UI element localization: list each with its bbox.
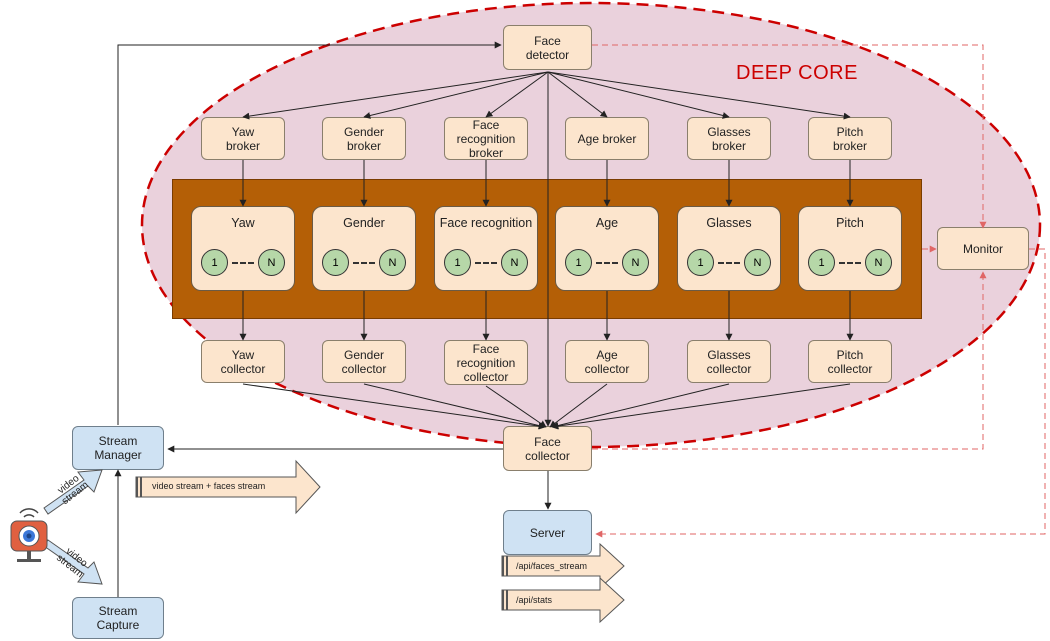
worker-node-first: 1 <box>322 249 349 276</box>
collector-box-1: Gender collector <box>322 340 406 383</box>
worker-node-first: 1 <box>444 249 471 276</box>
model-box-2: Face recognition 1 N <box>434 206 538 291</box>
collector-box-3: Age collector <box>565 340 649 383</box>
worker-node-first: 1 <box>565 249 592 276</box>
model-box-5: Pitch 1 N <box>798 206 902 291</box>
stream-manager-box: Stream Manager <box>72 426 164 470</box>
api-stats-label: /api/stats <box>516 595 553 605</box>
worker-node-last: N <box>865 249 892 276</box>
worker-node-last: N <box>744 249 771 276</box>
monitor-box: Monitor <box>937 227 1029 270</box>
worker-node-last: N <box>258 249 285 276</box>
worker-node-last: N <box>379 249 406 276</box>
worker-node-first: 1 <box>201 249 228 276</box>
broker-box-4: Glasses broker <box>687 117 771 160</box>
broker-box-0: Yaw broker <box>201 117 285 160</box>
worker-range-dash <box>718 262 740 264</box>
model-box-0: Yaw 1 N <box>191 206 295 291</box>
model-title: Gender <box>343 216 385 230</box>
worker-node-last: N <box>501 249 528 276</box>
worker-range-dash <box>232 262 254 264</box>
broker-box-3: Age broker <box>565 117 649 160</box>
model-box-4: Glasses 1 N <box>677 206 781 291</box>
worker-range-dash <box>839 262 861 264</box>
output-stream-label: video stream + faces stream <box>152 481 266 491</box>
deep-core-label: DEEP CORE <box>736 62 858 84</box>
broker-box-2: Face recognition broker <box>444 117 528 160</box>
collector-box-5: Pitch collector <box>808 340 892 383</box>
worker-node-last: N <box>622 249 649 276</box>
model-title: Face recognition <box>439 216 533 230</box>
model-title: Yaw <box>231 216 255 230</box>
stream-capture-box: Stream Capture <box>72 597 164 639</box>
collector-box-0: Yaw collector <box>201 340 285 383</box>
model-title: Glasses <box>706 216 752 230</box>
worker-node-first: 1 <box>808 249 835 276</box>
server-box: Server <box>503 510 592 555</box>
model-box-3: Age 1 N <box>555 206 659 291</box>
model-title: Age <box>595 216 619 230</box>
worker-node-first: 1 <box>687 249 714 276</box>
collector-box-2: Face recognition collector <box>444 340 528 385</box>
worker-range-dash <box>596 262 618 264</box>
model-title: Pitch <box>836 216 864 230</box>
collector-box-4: Glasses collector <box>687 340 771 383</box>
api-faces-label: /api/faces_stream <box>516 561 588 571</box>
face-collector-box: Face collector <box>503 426 592 471</box>
face-detector-box: Face detector <box>503 25 592 70</box>
model-box-1: Gender 1 N <box>312 206 416 291</box>
broker-box-1: Gender broker <box>322 117 406 160</box>
worker-range-dash <box>353 262 375 264</box>
broker-box-5: Pitch broker <box>808 117 892 160</box>
worker-range-dash <box>475 262 497 264</box>
